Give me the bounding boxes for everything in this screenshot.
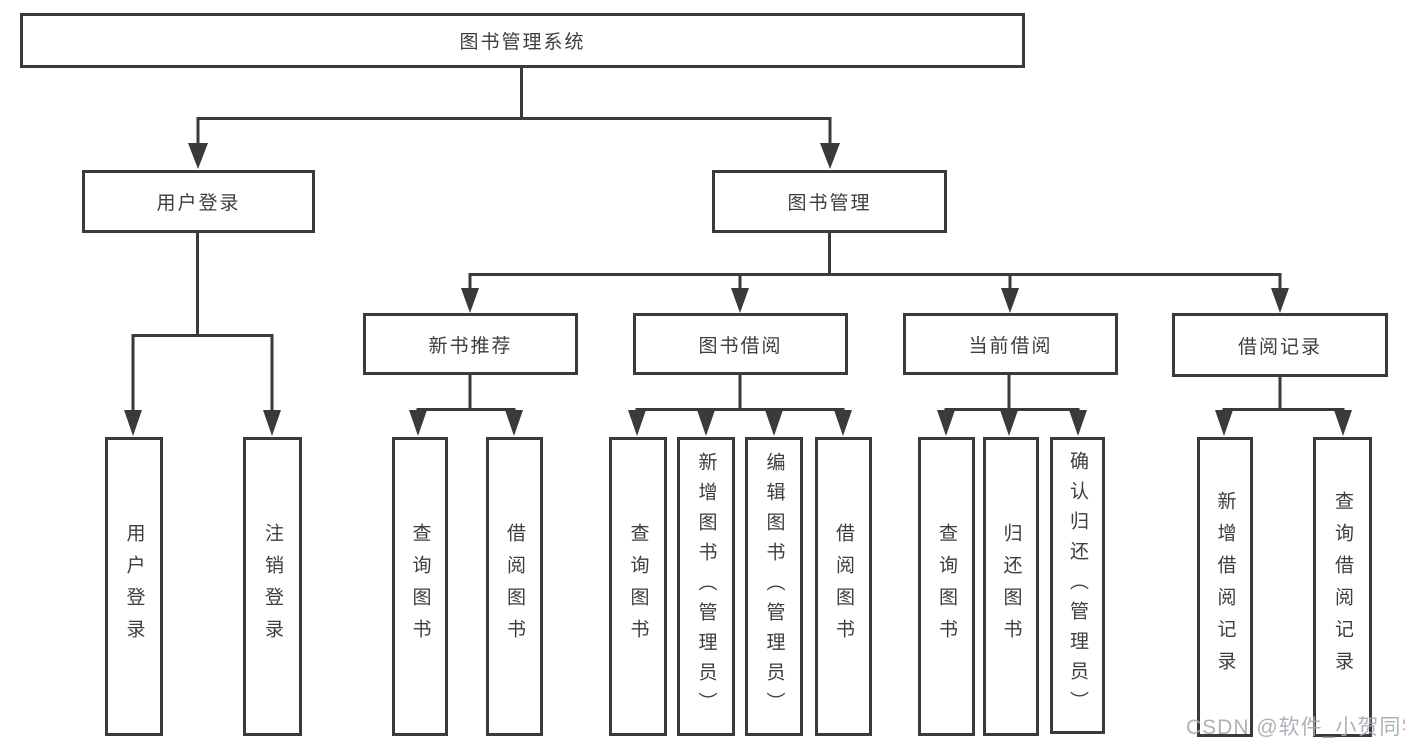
node-new-book-recommend: 新书推荐 <box>363 313 578 375</box>
leaf-query-books-recommend-label: 查询图书 <box>409 522 431 651</box>
leaf-borrow-books-label: 借阅图书 <box>833 522 854 651</box>
leaf-logout: 注销登录 <box>243 437 302 736</box>
node-book-management: 图书管理 <box>712 170 947 233</box>
leaf-query-borrow-record-label: 查询借阅记录 <box>1332 491 1353 683</box>
node-root-label: 图书管理系统 <box>459 32 586 53</box>
leaf-user-login-label: 用户登录 <box>123 522 145 651</box>
node-borrow-records-label: 借阅记录 <box>1237 336 1322 358</box>
leaf-confirm-return-admin-label: 确认归还（管理员） <box>1067 450 1088 721</box>
csdn-watermark: CSDN @软件_小贺同学 <box>1186 711 1405 741</box>
node-book-borrow-label: 图书借阅 <box>698 335 783 357</box>
leaf-add-books-admin-label: 新增图书（管理员） <box>695 451 717 722</box>
leaf-borrow-books: 借阅图书 <box>815 437 872 736</box>
csdn-watermark-gray: CSDN @软件_小贺同 <box>1186 716 1402 739</box>
leaf-query-books-current: 查询图书 <box>918 437 975 736</box>
leaf-query-books-borrow-label: 查询图书 <box>627 522 649 651</box>
node-book-borrow: 图书借阅 <box>633 313 848 375</box>
leaf-user-login: 用户登录 <box>105 437 163 736</box>
node-current-borrow-label: 当前借阅 <box>968 335 1053 357</box>
leaf-query-books-borrow: 查询图书 <box>609 437 667 736</box>
leaf-query-books-current-label: 查询图书 <box>936 522 957 651</box>
leaf-query-books-recommend: 查询图书 <box>392 437 448 736</box>
node-root: 图书管理系统 <box>20 13 1025 68</box>
leaf-logout-label: 注销登录 <box>262 522 283 651</box>
leaf-borrow-books-recommend: 借阅图书 <box>486 437 543 736</box>
leaf-confirm-return-admin: 确认归还（管理员） <box>1050 437 1105 734</box>
node-current-borrow: 当前借阅 <box>903 313 1118 375</box>
leaf-add-books-admin: 新增图书（管理员） <box>677 437 735 736</box>
leaf-edit-books-admin: 编辑图书（管理员） <box>745 437 803 736</box>
node-user-login: 用户登录 <box>82 170 315 233</box>
node-book-management-label: 图书管理 <box>787 193 872 214</box>
node-user-login-label: 用户登录 <box>156 193 241 214</box>
node-new-book-recommend-label: 新书推荐 <box>428 335 513 357</box>
leaf-add-borrow-record-label: 新增借阅记录 <box>1214 491 1236 683</box>
node-borrow-records: 借阅记录 <box>1172 313 1388 377</box>
leaf-borrow-books-recommend-label: 借阅图书 <box>504 522 525 651</box>
leaf-add-borrow-record: 新增借阅记录 <box>1197 437 1253 737</box>
csdn-watermark-red: 学 <box>1401 716 1405 739</box>
leaf-query-borrow-record: 查询借阅记录 <box>1313 437 1372 737</box>
leaf-return-books: 归还图书 <box>983 437 1039 736</box>
leaf-edit-books-admin-label: 编辑图书（管理员） <box>763 451 785 722</box>
leaf-return-books-label: 归还图书 <box>1000 522 1022 651</box>
